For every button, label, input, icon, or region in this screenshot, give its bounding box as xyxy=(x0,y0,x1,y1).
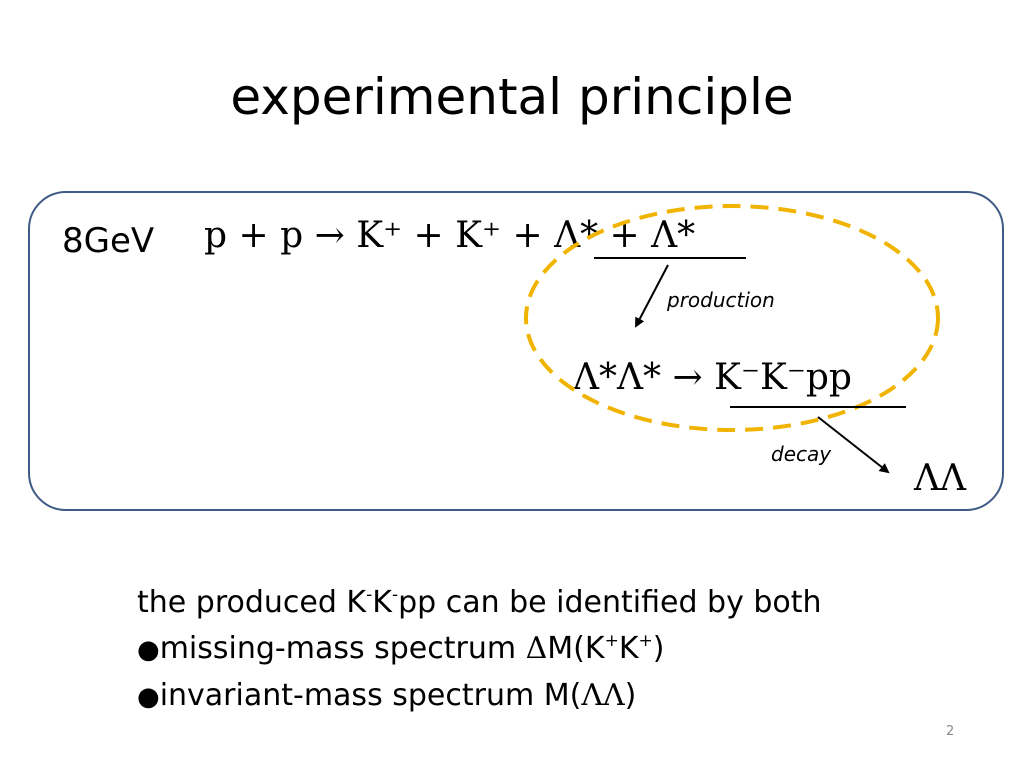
decay-arrow xyxy=(817,416,890,474)
final-state-lambda-lambda: ΛΛ xyxy=(914,458,966,499)
equation-box xyxy=(28,191,1004,511)
bullet-icon: ● xyxy=(137,635,160,665)
slide-title: experimental principle xyxy=(230,68,794,126)
beam-energy-label: 8GeV xyxy=(62,221,155,261)
dashed-ellipse xyxy=(524,204,940,432)
identification-sentence: the produced K-K-pp can be identified by… xyxy=(137,585,822,620)
bullet-invariant-mass: ●invariant-mass spectrum M(ΛΛ) xyxy=(137,678,637,713)
bullet-missing-mass: ●missing-mass spectrum ΔM(K+K+) xyxy=(137,631,665,666)
production-equation: p + p → K⁺ + K⁺ + Λ* + Λ* xyxy=(204,215,696,256)
production-label: production xyxy=(667,288,775,312)
explanation-text: the produced K-K-pp can be identified by… xyxy=(137,580,822,720)
page-number: 2 xyxy=(946,724,955,739)
bound-state-equation: Λ*Λ* → K⁻K⁻pp xyxy=(573,357,852,398)
decay-label: decay xyxy=(771,442,832,466)
production-arrow xyxy=(635,264,669,328)
bullet-icon: ● xyxy=(137,682,160,712)
